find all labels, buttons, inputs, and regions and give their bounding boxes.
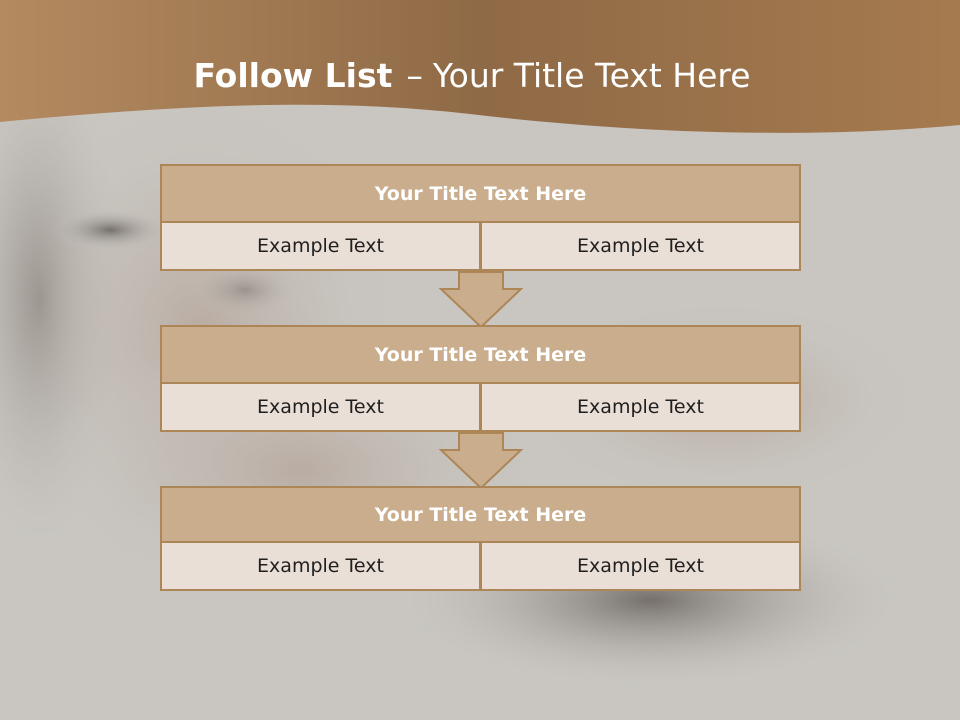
step-block-2: Your Title Text Here Example Text Exampl… (160, 325, 801, 432)
step-title: Your Title Text Here (160, 164, 801, 223)
step-title: Your Title Text Here (160, 486, 801, 543)
down-arrow-icon (438, 271, 524, 329)
title-bold: Follow List (193, 56, 393, 95)
title-rest: Your Title Text Here (432, 56, 751, 95)
step-row: Example Text Example Text (160, 382, 801, 432)
step-cell-right: Example Text (480, 382, 801, 432)
down-arrow-icon (438, 432, 524, 490)
title-separator: – (406, 56, 423, 95)
step-title: Your Title Text Here (160, 325, 801, 384)
slide-title: Follow List–Your Title Text Here (0, 56, 944, 96)
step-block-3: Your Title Text Here Example Text Exampl… (160, 486, 801, 591)
step-cell-left: Example Text (160, 221, 481, 271)
step-cell-right: Example Text (480, 221, 801, 271)
step-row: Example Text Example Text (160, 541, 801, 591)
step-row: Example Text Example Text (160, 221, 801, 271)
step-cell-left: Example Text (160, 541, 481, 591)
step-block-1: Your Title Text Here Example Text Exampl… (160, 164, 801, 271)
step-cell-left: Example Text (160, 382, 481, 432)
step-cell-right: Example Text (480, 541, 801, 591)
